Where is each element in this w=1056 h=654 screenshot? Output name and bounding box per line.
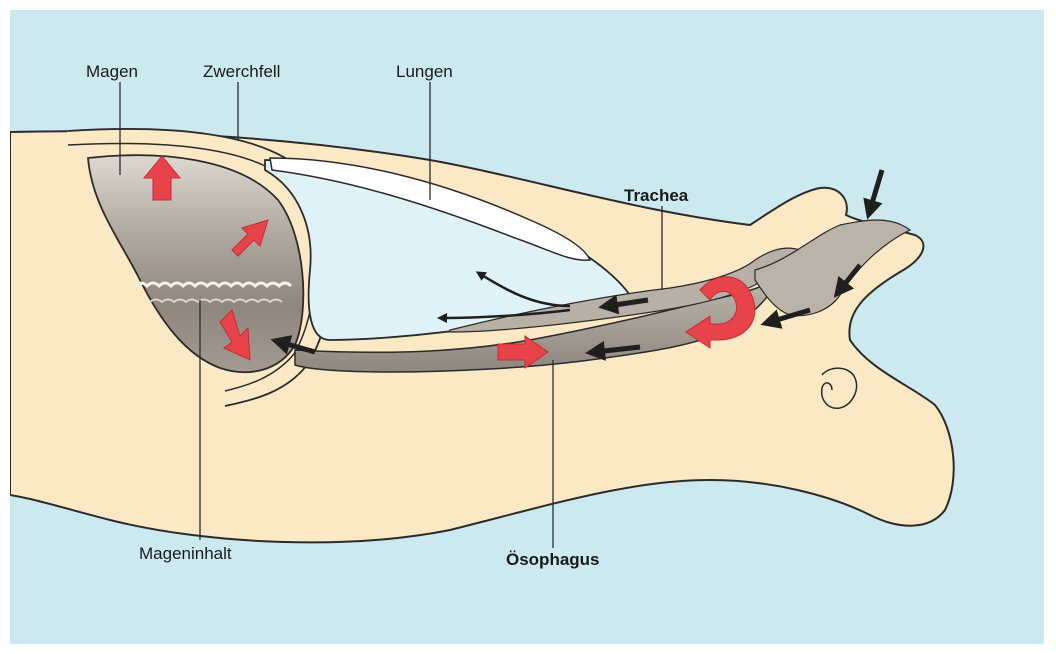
- black-inhale-arrow: [870, 170, 882, 210]
- label-lungen: Lungen: [396, 62, 453, 82]
- label-trachea: Trachea: [624, 186, 688, 206]
- label-magen: Magen: [86, 62, 138, 82]
- label-mageninhalt: Mageninhalt: [139, 544, 232, 564]
- diagram-canvas: Magen Zwerchfell Lungen Trachea Mageninh…: [10, 10, 1044, 644]
- label-oesophagus: Ösophagus: [506, 550, 600, 570]
- label-zwerchfell: Zwerchfell: [203, 62, 280, 82]
